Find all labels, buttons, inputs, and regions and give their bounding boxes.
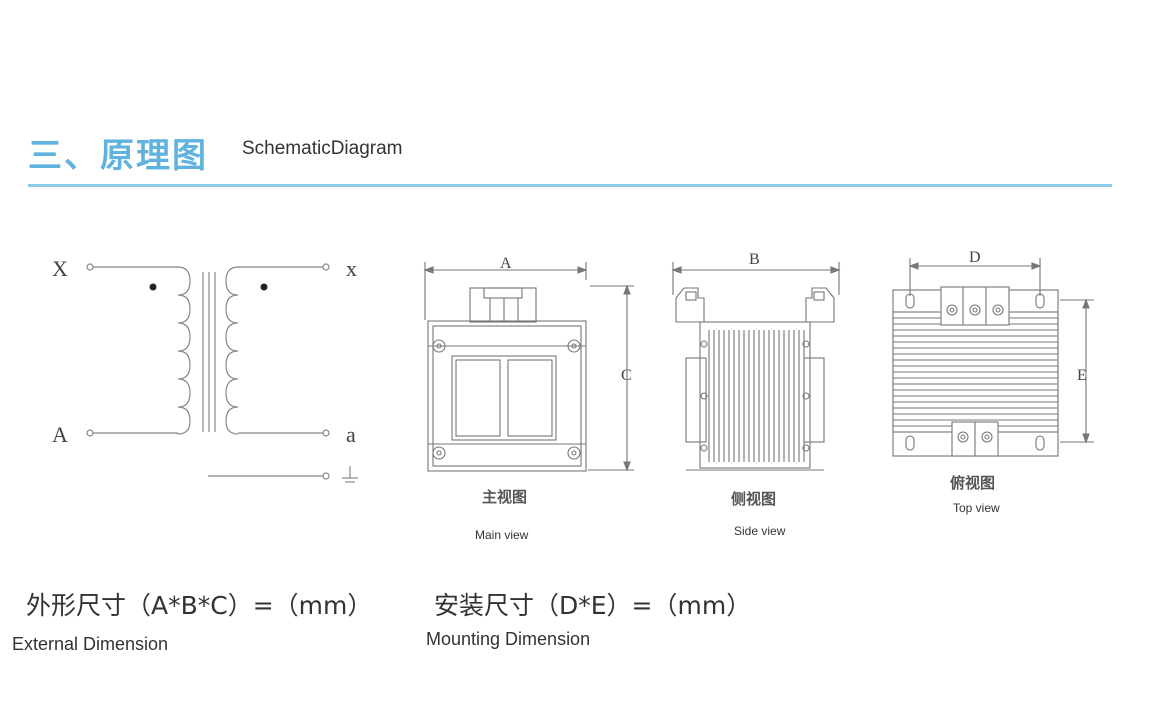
polarity-dot-secondary — [260, 283, 268, 291]
top-view-caption: Top view — [953, 501, 1000, 515]
side-view-caption: Side view — [734, 524, 786, 538]
dim-label-e: E — [1077, 367, 1087, 384]
label-a-secondary: a — [346, 422, 356, 447]
terminal-x-left — [86, 263, 94, 271]
top-view-caption-cn: 俯视图 — [950, 474, 996, 492]
section-subtitle: SchematicDiagram — [242, 138, 403, 159]
label-x-secondary: x — [346, 256, 357, 281]
title-divider — [28, 184, 1112, 187]
polarity-dot-primary — [149, 283, 157, 291]
terminal-a-left — [86, 429, 94, 437]
label-a-primary: A — [52, 422, 68, 447]
external-dimension-formula: 外形尺寸（A*B*C）=（mm） — [26, 591, 373, 620]
terminal-a-right — [322, 429, 330, 437]
dim-label-c: C — [621, 367, 632, 384]
mounting-dimension-label: Mounting Dimension — [426, 629, 591, 649]
top-view-drawing — [892, 258, 1094, 457]
main-view-drawing — [423, 262, 634, 472]
side-view-drawing — [671, 262, 841, 471]
dim-label-a: A — [500, 255, 512, 272]
label-x-primary: X — [52, 256, 68, 281]
main-view-caption-cn: 主视图 — [482, 488, 528, 506]
transformer-schematic — [86, 263, 358, 483]
section-title: 三、原理图 — [28, 136, 208, 176]
primary-coil — [177, 266, 191, 435]
mounting-dimension-formula: 安装尺寸（D*E）=（mm） — [434, 591, 752, 620]
dim-label-b: B — [749, 251, 760, 268]
dim-label-d: D — [969, 249, 981, 266]
terminal-x-right — [322, 263, 330, 271]
external-dimension-label: External Dimension — [12, 634, 169, 654]
side-view-caption-cn: 侧视图 — [731, 490, 777, 508]
main-view-caption: Main view — [475, 528, 529, 542]
secondary-coil — [225, 266, 239, 435]
